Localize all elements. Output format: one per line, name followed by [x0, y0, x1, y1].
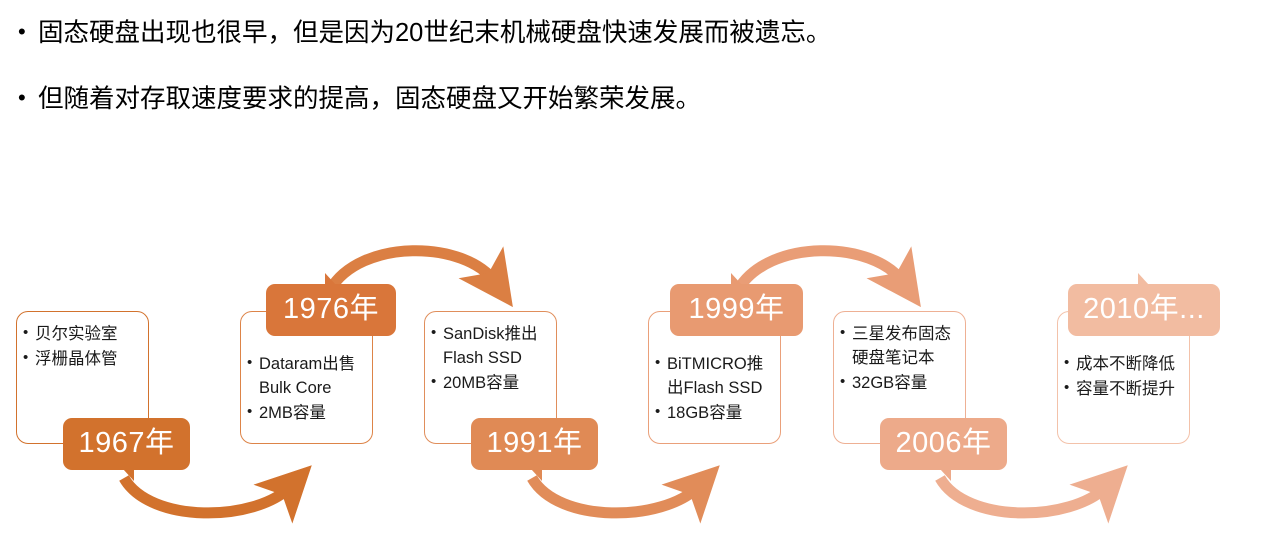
- timeline-item: 20MB容量: [431, 370, 550, 395]
- bullet-marker-icon: •: [18, 19, 26, 44]
- timeline-item: 贝尔实验室: [23, 321, 142, 346]
- timeline-label-1991[interactable]: 1991年: [471, 418, 598, 481]
- timeline-label-text: 1967年: [78, 426, 175, 459]
- bullet-text: 但随着对存取速度要求的提高，固态硬盘又开始繁荣发展。: [38, 85, 702, 113]
- timeline-card-items: 贝尔实验室 浮栅晶体管: [23, 321, 142, 371]
- arrow-1991-to-1999: [527, 465, 720, 524]
- arrow-1967-to-1976: [119, 465, 312, 524]
- timeline-label-text: 2010年...: [1083, 292, 1205, 325]
- arrow-2006-to-2010: [935, 465, 1128, 524]
- timeline-label-tail-icon: [325, 273, 336, 285]
- timeline-label-text: 2006年: [895, 426, 992, 459]
- timeline-label-1976[interactable]: 1976年: [266, 273, 396, 336]
- timeline-item: 18GB容量: [655, 400, 774, 425]
- timeline-label-tail-icon: [122, 469, 134, 481]
- bullet-item: • 但随着对存取速度要求的提高，固态硬盘又开始繁荣发展。: [18, 83, 701, 115]
- timeline-item: 容量不断提升: [1064, 376, 1183, 401]
- bullet-item: • 固态硬盘出现也很早，但是因为20世纪末机械硬盘快速发展而被遗忘。: [18, 17, 831, 49]
- timeline-label-tail-icon: [1138, 273, 1149, 285]
- bullet-marker-icon: •: [18, 85, 26, 110]
- timeline-label-tail-icon: [730, 273, 742, 285]
- timeline-card-items: Dataram出售Bulk Core 2MB容量: [247, 351, 366, 425]
- timeline-card-2006[interactable]: 三星发布固态硬盘笔记本 32GB容量: [833, 311, 966, 444]
- bullet-text: 固态硬盘出现也很早，但是因为20世纪末机械硬盘快速发展而被遗忘。: [38, 19, 832, 47]
- timeline-label-tail-icon: [530, 469, 542, 481]
- timeline-card-items: 成本不断降低 容量不断提升: [1064, 351, 1183, 401]
- timeline-item: 32GB容量: [840, 370, 959, 395]
- timeline-label-1967[interactable]: 1967年: [63, 418, 190, 481]
- timeline-card-items: BiTMICRO推出Flash SSD 18GB容量: [655, 351, 774, 425]
- timeline-item: 成本不断降低: [1064, 351, 1183, 376]
- timeline-card-items: 三星发布固态硬盘笔记本 32GB容量: [840, 321, 959, 395]
- timeline-label-tail-icon: [939, 469, 951, 481]
- timeline-label-2006[interactable]: 2006年: [880, 418, 1007, 481]
- timeline-label-text: 1991年: [486, 426, 583, 459]
- timeline-item: Dataram出售Bulk Core: [247, 351, 366, 400]
- timeline-label-text: 1976年: [282, 292, 379, 325]
- timeline-item: 三星发布固态硬盘笔记本: [840, 321, 959, 370]
- timeline-label-2010[interactable]: 2010年...: [1068, 273, 1220, 336]
- timeline-card-items: SanDisk推出Flash SSD 20MB容量: [431, 321, 550, 395]
- timeline-item: SanDisk推出Flash SSD: [431, 321, 550, 370]
- timeline-label-1999[interactable]: 1999年: [670, 273, 803, 336]
- timeline-item: 2MB容量: [247, 400, 366, 425]
- timeline-item: 浮栅晶体管: [23, 346, 142, 371]
- timeline-label-text: 1999年: [688, 292, 785, 325]
- timeline-item: BiTMICRO推出Flash SSD: [655, 351, 774, 400]
